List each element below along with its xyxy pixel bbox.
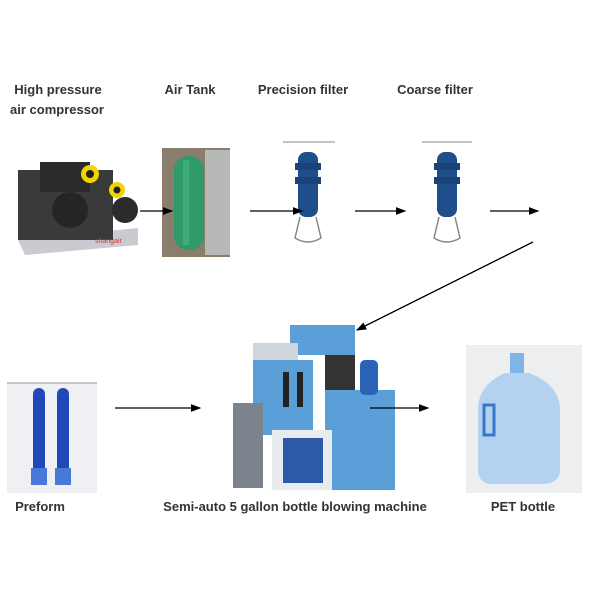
arrow-to-machine <box>355 241 534 331</box>
blowing-machine-image <box>233 325 395 490</box>
air-compressor-image: shangair <box>18 162 138 255</box>
label-coarse-filter: Coarse filter <box>397 82 473 97</box>
label-preform: Preform <box>15 499 65 514</box>
label-compressor-line1: High pressure <box>14 82 102 97</box>
label-pet-bottle: PET bottle <box>490 499 556 514</box>
label-machine: Semi-auto 5 gallon bottle blowing machin… <box>163 499 427 514</box>
label-air-tank: Air Tank <box>164 82 216 97</box>
svg-text:shangair: shangair <box>95 238 123 245</box>
precision-filter-image <box>283 141 335 243</box>
label-precision-filter: Precision filter <box>257 82 349 97</box>
preform-image <box>7 382 97 493</box>
coarse-filter-image <box>422 141 472 243</box>
air-tank-image <box>162 148 230 257</box>
pet-bottle-image <box>466 345 582 493</box>
label-compressor-line2: air compressor <box>10 102 104 117</box>
